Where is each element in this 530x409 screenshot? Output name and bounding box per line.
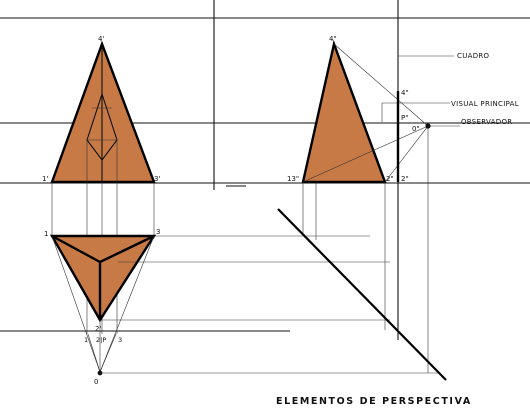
visual-ray-3 <box>99 235 155 373</box>
label-right-0: 0" <box>412 125 420 133</box>
label-cuadro: CUADRO <box>457 52 490 60</box>
visual-ray-g1 <box>87 333 101 373</box>
right-elevation-outline <box>301 39 387 184</box>
visual-ray-1 <box>51 235 101 373</box>
label-ground-1: 1 <box>84 336 88 344</box>
left-plan-outline <box>49 234 157 323</box>
label-right-2b: 2" <box>401 175 409 183</box>
label-left-apex: 4' <box>98 35 104 43</box>
visual-ray-g3 <box>99 333 117 373</box>
left-elevation-outline <box>50 40 156 184</box>
left-plan-edge-3 <box>99 234 155 264</box>
label-ground-3: 3 <box>118 336 122 344</box>
label-visual-principal: VISUAL PRINCIPAL <box>451 100 519 108</box>
ray-apex-observer <box>333 43 429 127</box>
label-right-4: 4" <box>401 89 409 97</box>
label-right-2: 2" <box>386 175 394 183</box>
label-right-p: P" <box>401 114 408 122</box>
label-plan-1: 1 <box>44 230 48 238</box>
label-left-base-3: 3' <box>154 175 160 183</box>
label-right-13: 13" <box>287 175 299 183</box>
label-ground-2p: 2|P <box>96 336 106 344</box>
ray-left-observer <box>302 125 429 183</box>
diagram-title: ELEMENTOS DE PERSPECTIVA <box>276 396 472 407</box>
label-left-base-1: 1' <box>42 175 48 183</box>
left-plan-edge-1 <box>51 234 101 264</box>
label-plan-2: 2' <box>95 325 101 333</box>
label-plan-3: 3 <box>156 228 160 236</box>
label-observer-0: 0 <box>94 378 98 386</box>
ray-right-observer <box>384 125 429 183</box>
label-observador: OBSERVADOR <box>461 118 512 126</box>
left-elevation-inner-rhombus <box>86 92 118 161</box>
left-plan-face <box>52 236 154 320</box>
label-right-apex: 4" <box>329 35 337 43</box>
right-observer-point <box>425 123 431 129</box>
left-elevation-face <box>52 44 154 182</box>
diagonal-45-line <box>277 208 447 381</box>
right-elevation-face <box>303 44 385 182</box>
